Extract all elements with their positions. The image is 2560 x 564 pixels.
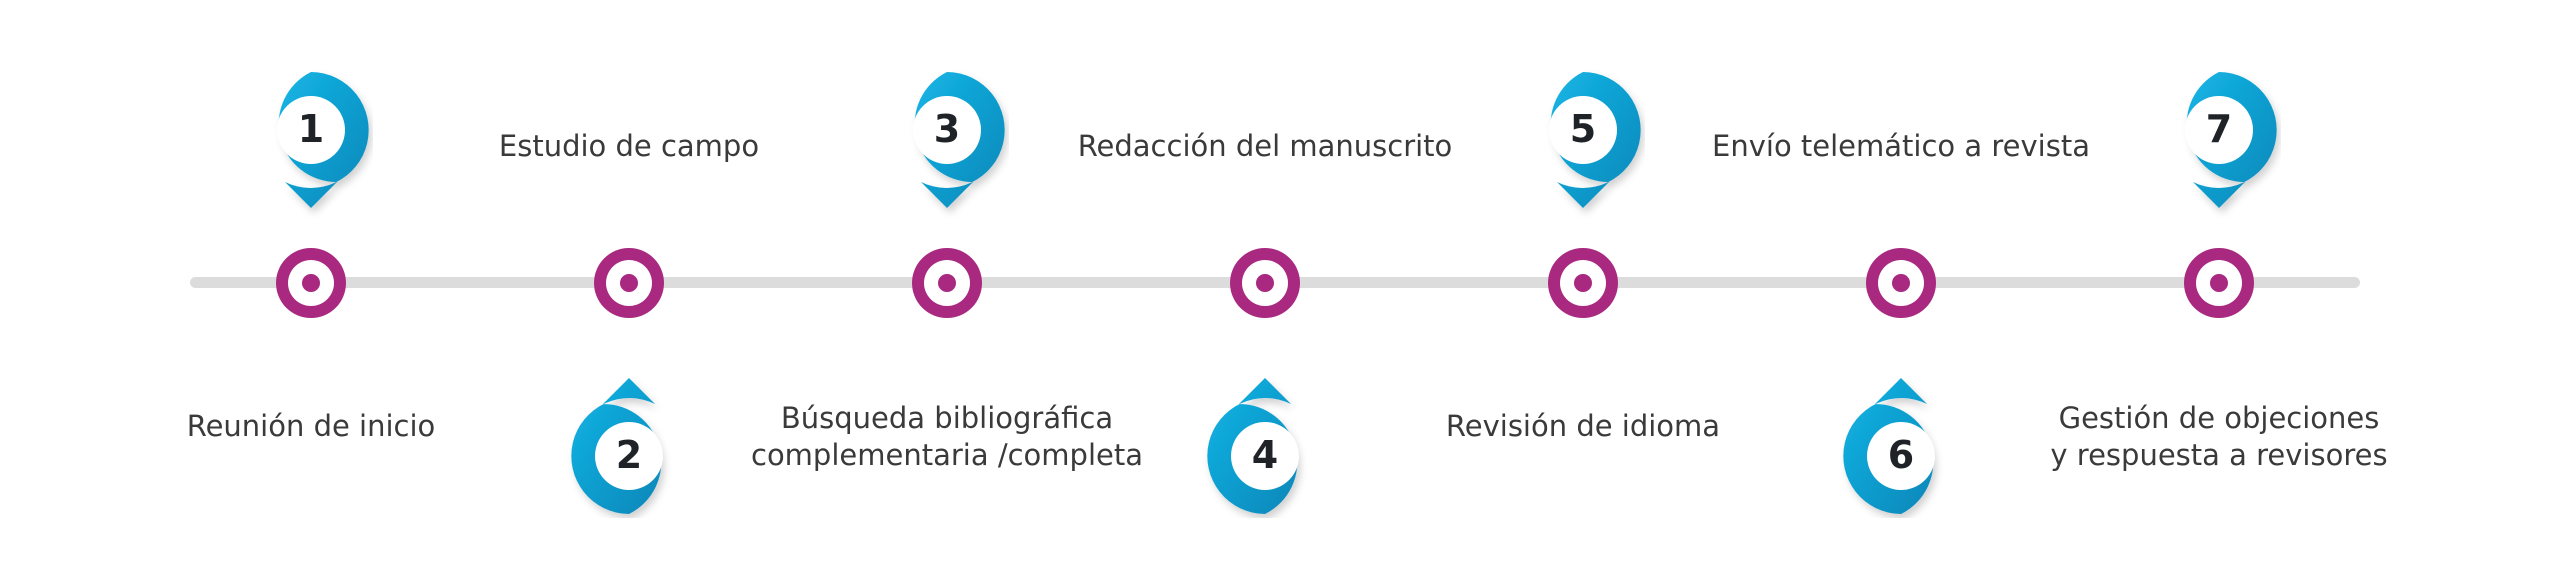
step-marker-7: 7 xyxy=(2157,68,2281,228)
step-label-5: Revisión de idioma xyxy=(1353,408,1813,445)
step-label-line: Revisión de idioma xyxy=(1445,409,1721,443)
timeline-node-3 xyxy=(912,248,982,318)
step-number: 2 xyxy=(615,433,643,477)
step-number: 4 xyxy=(1251,433,1279,477)
step-number: 6 xyxy=(1887,433,1915,477)
step-marker-4: 4 xyxy=(1203,358,1327,518)
step-label-line: Reunión de inicio xyxy=(186,409,436,443)
timeline-node-7 xyxy=(2184,248,2254,318)
step-label-line: y respuesta a revisores xyxy=(2050,438,2388,472)
step-label-line: Envío telemático a revista xyxy=(1712,129,2090,163)
step-number: 5 xyxy=(1569,107,1597,151)
step-label-line: Estudio de campo xyxy=(498,129,760,163)
step-marker-5: 5 xyxy=(1521,68,1645,228)
timeline-node-5 xyxy=(1548,248,1618,318)
step-label-4: Redacción del manuscrito xyxy=(1035,128,1495,165)
step-label-line: Búsqueda bibliográfica xyxy=(780,401,1114,435)
step-label-6: Envío telemático a revista xyxy=(1671,128,2131,165)
step-marker-6: 6 xyxy=(1839,358,1963,518)
step-marker-3: 3 xyxy=(885,68,1009,228)
step-number: 7 xyxy=(2205,107,2233,151)
step-label-line: Redacción del manuscrito xyxy=(1077,129,1453,163)
step-number: 1 xyxy=(297,107,325,151)
step-label-line: Gestión de objeciones xyxy=(2058,401,2380,435)
timeline-node-6 xyxy=(1866,248,1936,318)
step-label-line: complementaria /completa xyxy=(751,438,1143,472)
step-marker-1: 1 xyxy=(249,68,373,228)
timeline-node-1 xyxy=(276,248,346,318)
step-label-1: Reunión de inicio xyxy=(81,408,541,445)
timeline-node-4 xyxy=(1230,248,1300,318)
timeline-node-2 xyxy=(594,248,664,318)
step-marker-2: 2 xyxy=(567,358,691,518)
step-number: 3 xyxy=(933,107,961,151)
step-label-2: Estudio de campo xyxy=(399,128,859,165)
